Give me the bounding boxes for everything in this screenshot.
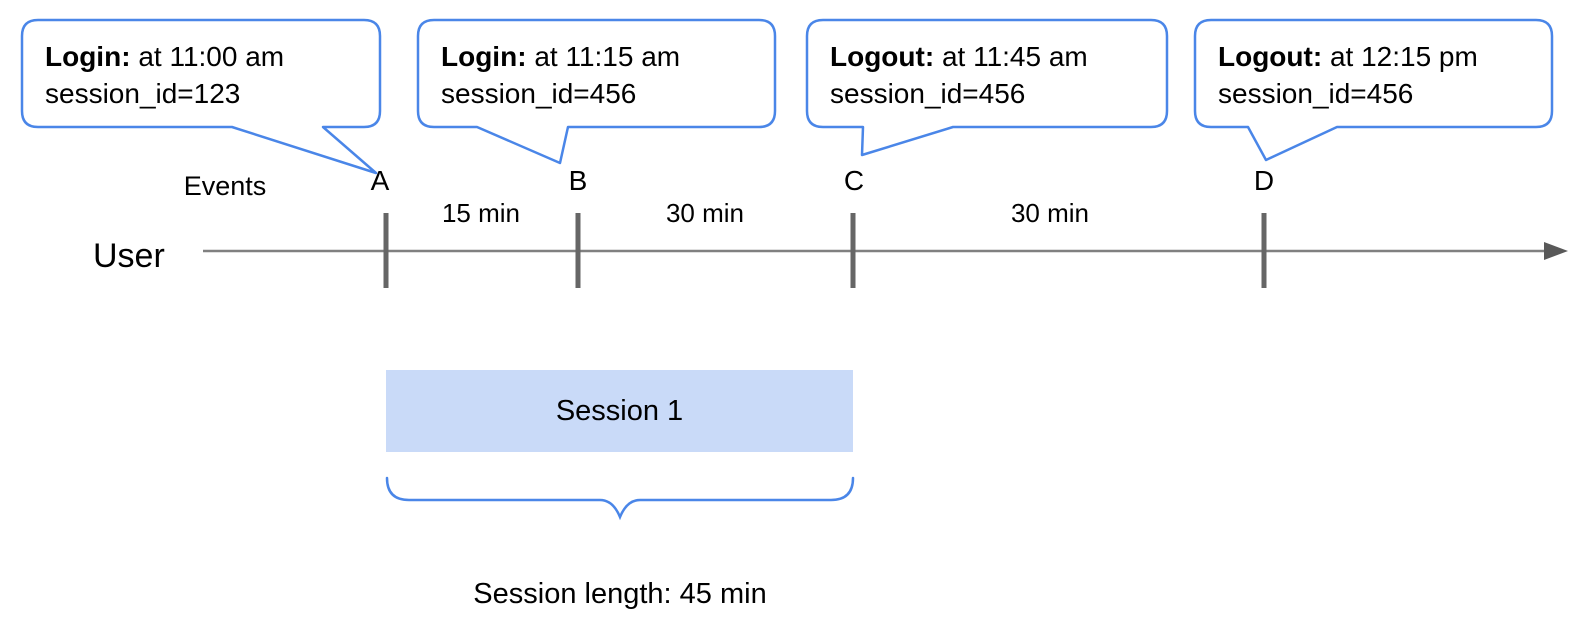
callout-line-session-id: session_id=456 (1218, 78, 1414, 109)
event-marker-d: D (1253, 165, 1275, 196)
events-row-label: Events (183, 171, 267, 201)
callout-bubble-a (20, 18, 382, 175)
session-length-brace (385, 476, 855, 521)
tick-event-b (575, 213, 581, 288)
event-type-label: Login: (441, 41, 527, 72)
event-time-text: at 11:00 am (138, 41, 285, 72)
event-marker-b: B (568, 165, 588, 196)
callout-line-session-id: session_id=456 (830, 78, 1026, 109)
callout-line-session-id: session_id=456 (441, 78, 637, 109)
interval-label-ab: 15 min (441, 198, 521, 228)
timeline-arrowhead-icon (1544, 242, 1568, 260)
interval-label-bc: 30 min (665, 198, 745, 228)
tick-event-d (1261, 213, 1267, 288)
event-time-text: at 11:15 am (534, 41, 681, 72)
callout-line-event: Login: at 11:00 am (45, 38, 284, 75)
session-length-label: Session length: 45 min (473, 578, 767, 610)
callout-text-d: Logout: at 12:15 pm session_id=456 (1218, 38, 1478, 112)
callout-line-event: Logout: at 11:45 am (830, 38, 1088, 75)
session-span-box (386, 370, 853, 452)
event-marker-a: A (370, 165, 390, 196)
event-marker-c: C (843, 165, 865, 196)
event-time-text: at 12:15 pm (1329, 41, 1478, 72)
callout-bubble-d (1193, 18, 1554, 162)
callout-bubble-c (805, 18, 1169, 157)
event-type-label: Logout: (1218, 41, 1323, 72)
tick-event-c (850, 213, 856, 288)
callout-line-event: Logout: at 12:15 pm (1218, 38, 1478, 75)
event-type-label: Login: (45, 41, 131, 72)
callout-line-session-id: session_id=123 (45, 78, 241, 109)
callout-bubble-b (416, 18, 777, 165)
event-time-text: at 11:45 am (941, 41, 1088, 72)
callout-text-a: Login: at 11:00 am session_id=123 (45, 38, 284, 112)
callout-line-event: Login: at 11:15 am (441, 38, 680, 75)
interval-label-cd: 30 min (1010, 198, 1090, 228)
user-row-label: User (93, 237, 165, 275)
session-box-label: Session 1 (555, 394, 684, 427)
tick-event-a (383, 213, 389, 288)
event-type-label: Logout: (830, 41, 935, 72)
callout-text-c: Logout: at 11:45 am session_id=456 (830, 38, 1088, 112)
callout-text-b: Login: at 11:15 am session_id=456 (441, 38, 680, 112)
